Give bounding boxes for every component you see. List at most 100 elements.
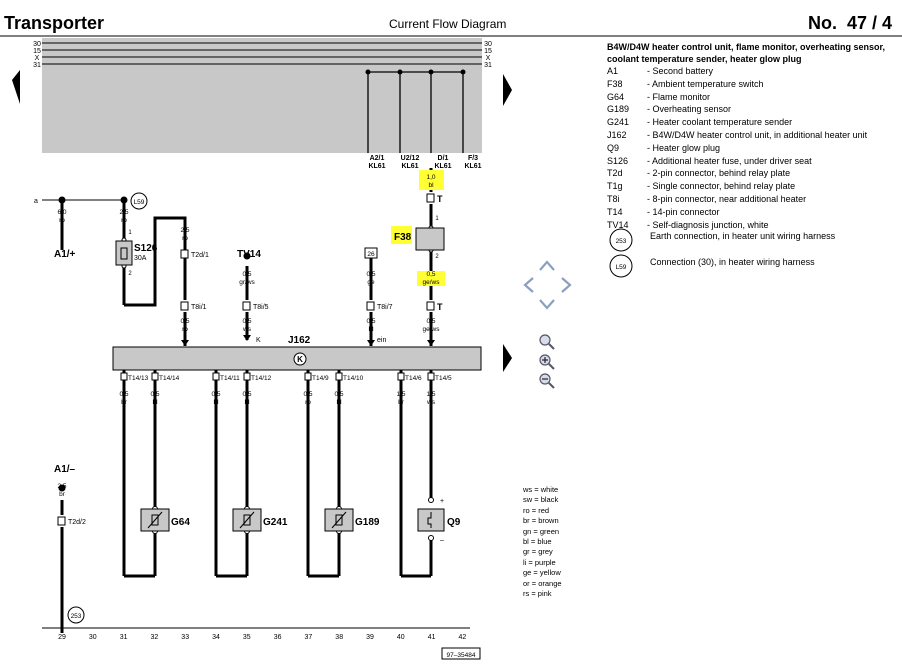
- zoom-in-icon[interactable]: [539, 354, 555, 370]
- legend-code: Q9: [607, 142, 620, 153]
- zoom-out-icon[interactable]: [539, 373, 555, 389]
- wire-size: 0,5: [242, 318, 251, 325]
- diagram-type: Current Flow Diagram: [389, 17, 507, 31]
- t14-pin-marker: [151, 372, 159, 381]
- legend-circle-253-desc: Earth connection, in heater unit wiring …: [650, 231, 836, 241]
- gnd253-label: 253: [71, 613, 82, 620]
- colour-key-item: gn = green: [523, 526, 560, 536]
- next-page-arrow-icon[interactable]: [503, 74, 512, 106]
- l59-label: L59: [134, 199, 145, 206]
- legend-desc: - B4W/D4W heater control unit, in additi…: [647, 129, 868, 140]
- wire-size: 0,5: [426, 271, 435, 278]
- label-ein: ein: [377, 337, 386, 344]
- legend-item: T14- 14-pin connector: [607, 206, 897, 219]
- track-number: 42: [459, 634, 467, 641]
- q9-glow-plug: [417, 508, 445, 532]
- t14-wire-size: 0,5: [242, 391, 251, 398]
- wire-size: 2,5: [57, 483, 66, 490]
- label-t8i7: T8i/7: [377, 304, 393, 311]
- legend-code: A1: [607, 66, 619, 76]
- label-a1plus: A1/+: [54, 249, 76, 260]
- connector-labels: T2d/1 T8i/1 T8i/5 T8i/7 T2d/2: [68, 252, 393, 526]
- legend-desc: - Ambient temperature switch: [647, 78, 764, 89]
- s126-fuse: [115, 240, 133, 266]
- t14-wire-colour: bl: [213, 399, 219, 406]
- bus-label-right: 15: [484, 48, 492, 55]
- page-title: Transporter: [4, 13, 105, 33]
- wire-colour: ro: [59, 217, 65, 224]
- label-k: K: [256, 337, 261, 344]
- colour-key-item: bl = blue: [523, 537, 552, 547]
- kl-label: F/3: [468, 155, 478, 162]
- prev-page-arrow-icon[interactable]: [12, 70, 20, 104]
- label-a1minus: A1/–: [54, 464, 76, 475]
- colour-key-item: li = purple: [523, 557, 556, 567]
- wire-size: 0,5: [180, 318, 189, 325]
- label-g241: G241: [263, 517, 288, 528]
- legend-item: Q9 - Heater glow plug: [607, 142, 897, 155]
- label-t2d1: T2d/1: [191, 252, 209, 259]
- wire-size: 0,5: [366, 271, 375, 278]
- legend-item: T2d- 2-pin connector, behind relay plate: [607, 167, 897, 180]
- track-number: 33: [181, 634, 189, 641]
- t14-pin-marker: [304, 372, 312, 381]
- legend-code: J162: [607, 129, 627, 140]
- bus-label-right: X: [486, 55, 491, 62]
- page-number: No. 47 / 4: [808, 13, 893, 33]
- label-g64: G64: [171, 517, 190, 528]
- t14-wire-size: 1,5: [396, 391, 405, 398]
- colour-key-item: ro = red: [523, 505, 550, 515]
- t14-wire-size: 0,5: [211, 391, 220, 398]
- legend-item: A1- Second battery: [607, 65, 897, 78]
- wire-colour: ge/ws: [423, 279, 441, 286]
- component-labels: A1/+ A1/– S126 TV14 F38 J162 G64 G241 G1…: [54, 232, 461, 528]
- legend-circle-l59: [609, 254, 633, 278]
- t14-pin-marker: [243, 372, 251, 381]
- colour-key-item: br = brown: [523, 516, 559, 526]
- kl-label: KL61: [464, 163, 481, 170]
- label-f38: F38: [394, 232, 412, 243]
- pan-right-icon[interactable]: [561, 277, 572, 293]
- label-t-upper: T: [437, 194, 443, 204]
- track-number: 41: [428, 634, 436, 641]
- legend-code: G64: [607, 91, 625, 102]
- wire-colour: br: [59, 491, 66, 498]
- t14-wire-colour: bl: [336, 399, 342, 406]
- wire-size: 0,5: [366, 318, 375, 325]
- track-number: 31: [120, 634, 128, 641]
- pan-down-icon[interactable]: [539, 299, 555, 310]
- kl-label: KL61: [434, 163, 451, 170]
- polarity-plus: +: [440, 498, 444, 505]
- t14-wire-colour: br: [398, 399, 405, 406]
- label-s126-amp: 30A: [134, 255, 147, 262]
- legend-desc: - Heater glow plug: [647, 142, 721, 153]
- track-number: 29: [58, 634, 66, 641]
- next-section-arrow-icon[interactable]: [503, 344, 512, 372]
- doc-ref: 97–35484: [447, 652, 476, 659]
- legend-code: G189: [607, 104, 630, 115]
- highlight-f38: [391, 226, 412, 244]
- pan-left-icon[interactable]: [523, 277, 534, 293]
- wire-colour: bl: [368, 326, 374, 333]
- label-t8i1: T8i/1: [191, 304, 207, 311]
- label-t2d2: T2d/2: [68, 519, 86, 526]
- box-26-label: 26: [367, 251, 375, 258]
- wire-colour: ge: [367, 279, 375, 286]
- label-a: a: [34, 198, 38, 205]
- zoom-fit-icon[interactable]: [539, 334, 555, 350]
- legend-desc: - Overheating sensor: [647, 104, 732, 115]
- t14-wire-colour: bl: [244, 399, 250, 406]
- legend-desc: - Single connector, behind relay plate: [647, 181, 796, 192]
- pan-up-icon[interactable]: [539, 260, 555, 271]
- t14-pin-label: T14/6: [405, 375, 422, 382]
- kl-label: KL61: [401, 163, 418, 170]
- pan-control[interactable]: [523, 260, 572, 310]
- wire-size: 0,5: [242, 271, 251, 278]
- misc-labels: a K ein T T: [34, 194, 443, 344]
- kl-label: D/1: [438, 155, 449, 162]
- legend-item: S126- Additional heater fuse, under driv…: [607, 155, 897, 168]
- t14-pin-marker: [427, 372, 435, 381]
- label-t8i5: T8i/5: [253, 304, 269, 311]
- bus-label-right: 30: [484, 41, 492, 48]
